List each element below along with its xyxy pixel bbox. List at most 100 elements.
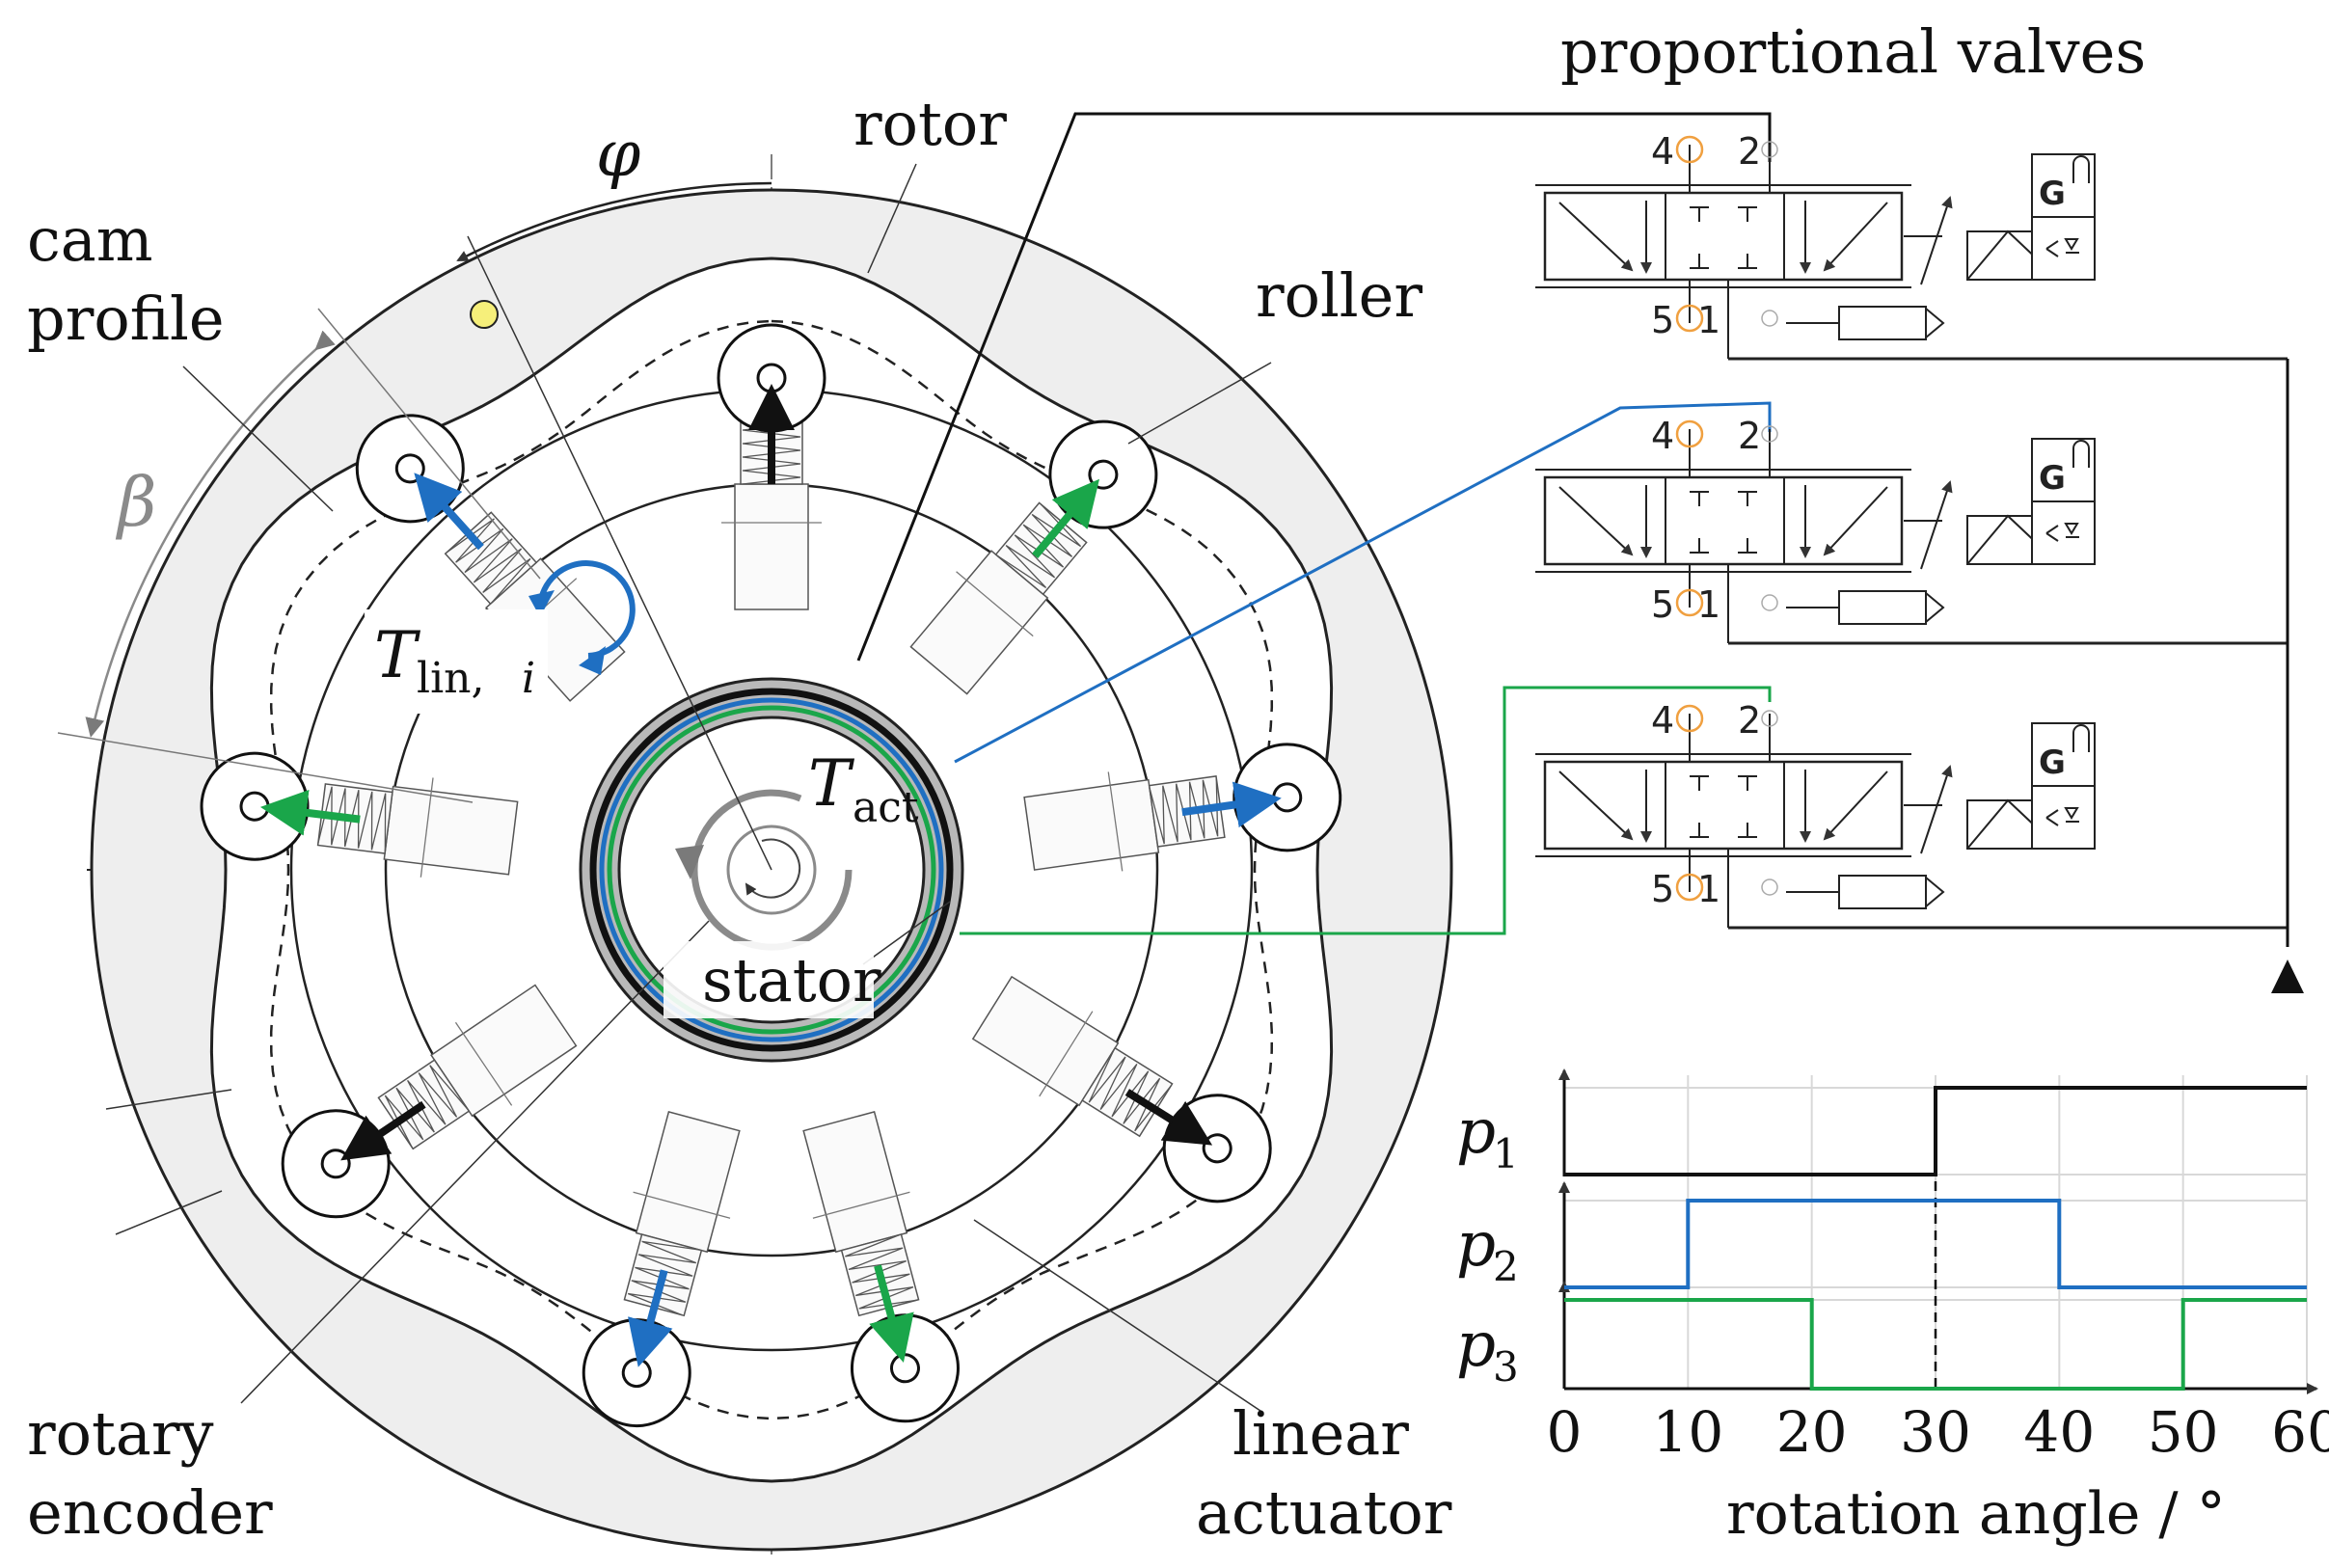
actuator-flange: [1107, 771, 1124, 872]
x-tick-label: 20: [1776, 1399, 1848, 1465]
beta-label: β: [115, 463, 156, 542]
port-2-label: 2: [1738, 699, 1761, 742]
shaft-rotation-icon: [745, 838, 801, 899]
valve-3-connection: [960, 686, 1772, 935]
port-marker-icon: [1675, 135, 1704, 164]
port-5-label: 5: [1651, 868, 1674, 910]
x-tick-label: 60: [2271, 1399, 2329, 1465]
cam-label: cam: [27, 204, 152, 275]
port-4-label: 4: [1651, 415, 1674, 457]
actuator-flange: [420, 777, 434, 878]
profile-label: profile: [27, 284, 225, 354]
port-marker-icon: [1675, 704, 1704, 733]
t-act-arrow-arc: [691, 789, 853, 951]
port-1-label: 1: [1697, 299, 1720, 341]
actuator-spring: [384, 1065, 469, 1148]
solenoid-signal-icon: [2045, 238, 2079, 257]
proportional-arrow-icon: [1920, 480, 1953, 570]
port-1-label: 1: [1697, 583, 1720, 626]
cam-profile-leader: [182, 365, 334, 512]
series-label-p3: p: [1456, 1310, 1496, 1381]
closed-port-icon: [1690, 775, 1757, 838]
flow-arrow-icon: [1823, 202, 1888, 272]
flow-arrow-icon: [1558, 202, 1634, 272]
actuator-spring: [317, 786, 387, 852]
phi-arc: [456, 181, 772, 262]
flow-arrow-icon: [1823, 770, 1888, 841]
linear-actuator: [971, 975, 1272, 1203]
actuator-cylinder: [383, 785, 519, 876]
series-line-p2: [1564, 1199, 2307, 1289]
encoder-label: encoder: [27, 1477, 273, 1548]
proportional-arrow-icon: [1920, 196, 1953, 285]
valve-body: [1543, 475, 1904, 566]
port-marker-icon: [1761, 141, 1778, 158]
port-marker-icon: [1761, 594, 1778, 611]
t-lin-label-bg: [365, 609, 548, 714]
actuator-spring: [627, 1240, 700, 1316]
actuator-flange: [956, 571, 1034, 637]
port-5-label: 5: [1651, 299, 1674, 341]
t-lin-arrowhead: [579, 646, 606, 675]
valve-1-connection: [856, 112, 1772, 662]
port-2-label: 2: [1738, 415, 1761, 457]
flow-arrow-icon: [1558, 486, 1634, 556]
silencer-tip-icon: [1925, 592, 1945, 623]
flow-arrow-icon: [1558, 770, 1634, 841]
silencer-tip-icon: [1925, 877, 1945, 907]
t-lin-rotation-arc: [537, 560, 636, 659]
port-5-label: 5: [1651, 583, 1674, 626]
x-tick-label: 50: [2148, 1399, 2219, 1465]
solenoid-manual-icon: [2072, 155, 2090, 183]
linear-actuator: [802, 1111, 960, 1423]
series-label-sub-p2: 2: [1493, 1243, 1519, 1290]
actuator-flange: [454, 1021, 513, 1106]
silencer-icon: [1838, 306, 1927, 340]
actuator-spring: [996, 503, 1082, 589]
supply-source-icon: [2271, 960, 2304, 993]
force-arrow: [1124, 1089, 1213, 1146]
rotor-region-leader-2: [115, 1190, 223, 1235]
roller-axle: [756, 363, 787, 393]
port-2-label: 2: [1738, 130, 1761, 173]
t-act-label: T: [808, 746, 855, 821]
hub-blue-ring: [599, 697, 944, 1042]
closed-port-icon: [1690, 491, 1757, 554]
x-tick-label: 0: [1547, 1399, 1583, 1465]
linear-actuator: [717, 323, 826, 610]
solenoid-manual-icon: [2072, 440, 2090, 468]
stator-label: stator: [702, 945, 881, 1015]
roller-label: roller: [1256, 260, 1422, 331]
series-line-p3: [1564, 1298, 2307, 1391]
beta-arc: [85, 330, 336, 738]
x-tick-label: 40: [2023, 1399, 2095, 1465]
phi-label: φ: [596, 117, 640, 191]
solenoid-manual-icon: [2072, 724, 2090, 752]
linear-actuator: [1023, 743, 1342, 872]
force-arrow: [259, 789, 361, 836]
beta-ref-line-1: [57, 732, 474, 803]
force-arrow: [1032, 478, 1100, 559]
solenoid-signal-icon: [2045, 807, 2079, 826]
linear-actuator: [281, 984, 578, 1219]
port-4-label: 4: [1651, 130, 1674, 173]
actuator-flange: [812, 1191, 910, 1219]
force-arrow: [414, 473, 484, 551]
actuator-flange: [1039, 1011, 1094, 1097]
linear-actuator: [582, 1111, 741, 1428]
x-tick-label: 30: [1900, 1399, 1971, 1465]
port-marker-icon: [1675, 419, 1704, 448]
t-act-arrowhead: [675, 845, 704, 879]
linear-actuator: [909, 419, 1158, 695]
t-lin-index-label: i: [522, 654, 535, 703]
valve-body: [1543, 760, 1904, 851]
series-line-p1: [1564, 1086, 2307, 1176]
force-arrow: [340, 1100, 426, 1161]
solenoid-signal-icon: [2045, 523, 2079, 542]
proportional-valves-label: proportional valves: [1560, 16, 2146, 87]
port-marker-icon: [1675, 588, 1704, 617]
